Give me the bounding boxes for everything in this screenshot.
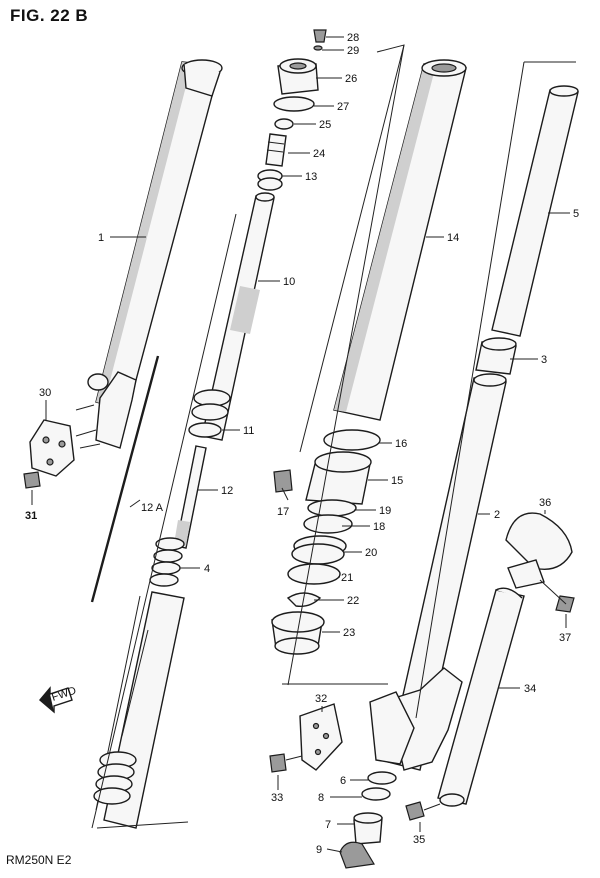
part-1-outer-tube bbox=[87, 59, 223, 449]
callout-19: 19 bbox=[379, 505, 391, 517]
callout-4: 4 bbox=[204, 563, 210, 575]
callout-12a: 12 A bbox=[141, 502, 164, 514]
callout-3: 3 bbox=[541, 354, 547, 366]
callout-13: 13 bbox=[305, 171, 317, 183]
part-6-gasket bbox=[367, 771, 397, 785]
callout-18: 18 bbox=[373, 521, 385, 533]
part-10-damper-tube bbox=[201, 192, 275, 441]
callout-24: 24 bbox=[313, 148, 325, 160]
part-26-cap-bolt bbox=[277, 58, 319, 95]
part-2-outer-tube bbox=[369, 373, 507, 771]
part-12-rebound-rod bbox=[174, 445, 207, 549]
part-37-bolt bbox=[539, 579, 575, 613]
callout-16: 16 bbox=[395, 438, 407, 450]
callout-30: 30 bbox=[39, 387, 51, 399]
callout-14: 14 bbox=[447, 232, 459, 244]
part-35-bolt bbox=[405, 801, 441, 821]
figure-title: FIG. 22 B bbox=[10, 6, 89, 25]
callout-10: 10 bbox=[283, 276, 295, 288]
part-18-spacer bbox=[303, 514, 353, 534]
callout-34: 34 bbox=[524, 683, 536, 695]
callout-36: 36 bbox=[539, 497, 551, 509]
part-28-screw bbox=[313, 29, 327, 43]
part-29-washer bbox=[313, 45, 323, 51]
callout-29: 29 bbox=[347, 45, 359, 57]
part-32-axle-holder bbox=[299, 703, 343, 771]
part-21-stopper-ring bbox=[287, 563, 341, 585]
callout-7: 7 bbox=[325, 819, 331, 831]
part-4-spring-seat bbox=[149, 537, 185, 587]
callout-5: 5 bbox=[573, 208, 579, 220]
callout-1: 1 bbox=[98, 232, 104, 244]
callout-33: 33 bbox=[271, 792, 283, 804]
callout-labels: 1 2 3 4 5 6 7 8 9 10 11 12 12 A 13 14 15… bbox=[25, 32, 579, 856]
callout-31: 31 bbox=[25, 510, 37, 522]
boundary-lines bbox=[91, 44, 576, 829]
callout-21: 21 bbox=[341, 572, 353, 584]
part-13-bushing bbox=[257, 169, 283, 191]
callout-32: 32 bbox=[315, 693, 327, 705]
part-25-ring bbox=[274, 118, 294, 130]
callout-20: 20 bbox=[365, 547, 377, 559]
callout-25: 25 bbox=[319, 119, 331, 131]
model-code: RM250N E2 bbox=[6, 853, 72, 867]
part-5-tube bbox=[491, 85, 579, 337]
part-8-gasket bbox=[361, 787, 391, 801]
part-23-dust-seal bbox=[271, 611, 325, 655]
callout-23: 23 bbox=[343, 627, 355, 639]
part-20-oil-seal bbox=[291, 535, 347, 565]
part-36-clamp bbox=[505, 512, 573, 589]
callout-6: 6 bbox=[340, 775, 346, 787]
callout-11: 11 bbox=[243, 425, 254, 437]
part-12a-rod bbox=[90, 355, 160, 603]
part-7-bolt bbox=[353, 812, 383, 845]
part-17-bolt bbox=[273, 469, 293, 493]
part-24-valve bbox=[265, 133, 287, 167]
callout-9: 9 bbox=[316, 844, 322, 856]
callout-8: 8 bbox=[318, 792, 324, 804]
part-15-slide-bushing bbox=[305, 451, 372, 505]
callout-37: 37 bbox=[559, 632, 571, 644]
part-14-inner-tube bbox=[333, 59, 467, 421]
callout-35: 35 bbox=[413, 834, 425, 846]
callout-2: 2 bbox=[494, 509, 500, 521]
part-9-cap bbox=[339, 841, 375, 869]
part-11-rings bbox=[188, 389, 231, 438]
callout-27: 27 bbox=[337, 101, 349, 113]
part-27-o-ring bbox=[273, 96, 315, 112]
leader-lines bbox=[31, 36, 570, 853]
part-30-axle-holder bbox=[29, 404, 101, 477]
callout-28: 28 bbox=[347, 32, 359, 44]
fwd-arrow-icon: FWD bbox=[39, 685, 78, 714]
callout-15: 15 bbox=[391, 475, 403, 487]
callout-26: 26 bbox=[345, 73, 357, 85]
part-3-collar bbox=[475, 337, 517, 375]
callout-17: 17 bbox=[277, 506, 289, 518]
callout-22: 22 bbox=[347, 595, 359, 607]
callout-12: 12 bbox=[221, 485, 233, 497]
part-34-fork-guard bbox=[437, 587, 525, 807]
part-16-ring bbox=[323, 429, 381, 451]
part-31-bolt bbox=[23, 471, 41, 489]
part-33-bolt bbox=[269, 753, 303, 773]
part-19-washer bbox=[307, 499, 357, 517]
part-22-circlip bbox=[286, 592, 322, 608]
part-fork-spring bbox=[93, 591, 185, 829]
